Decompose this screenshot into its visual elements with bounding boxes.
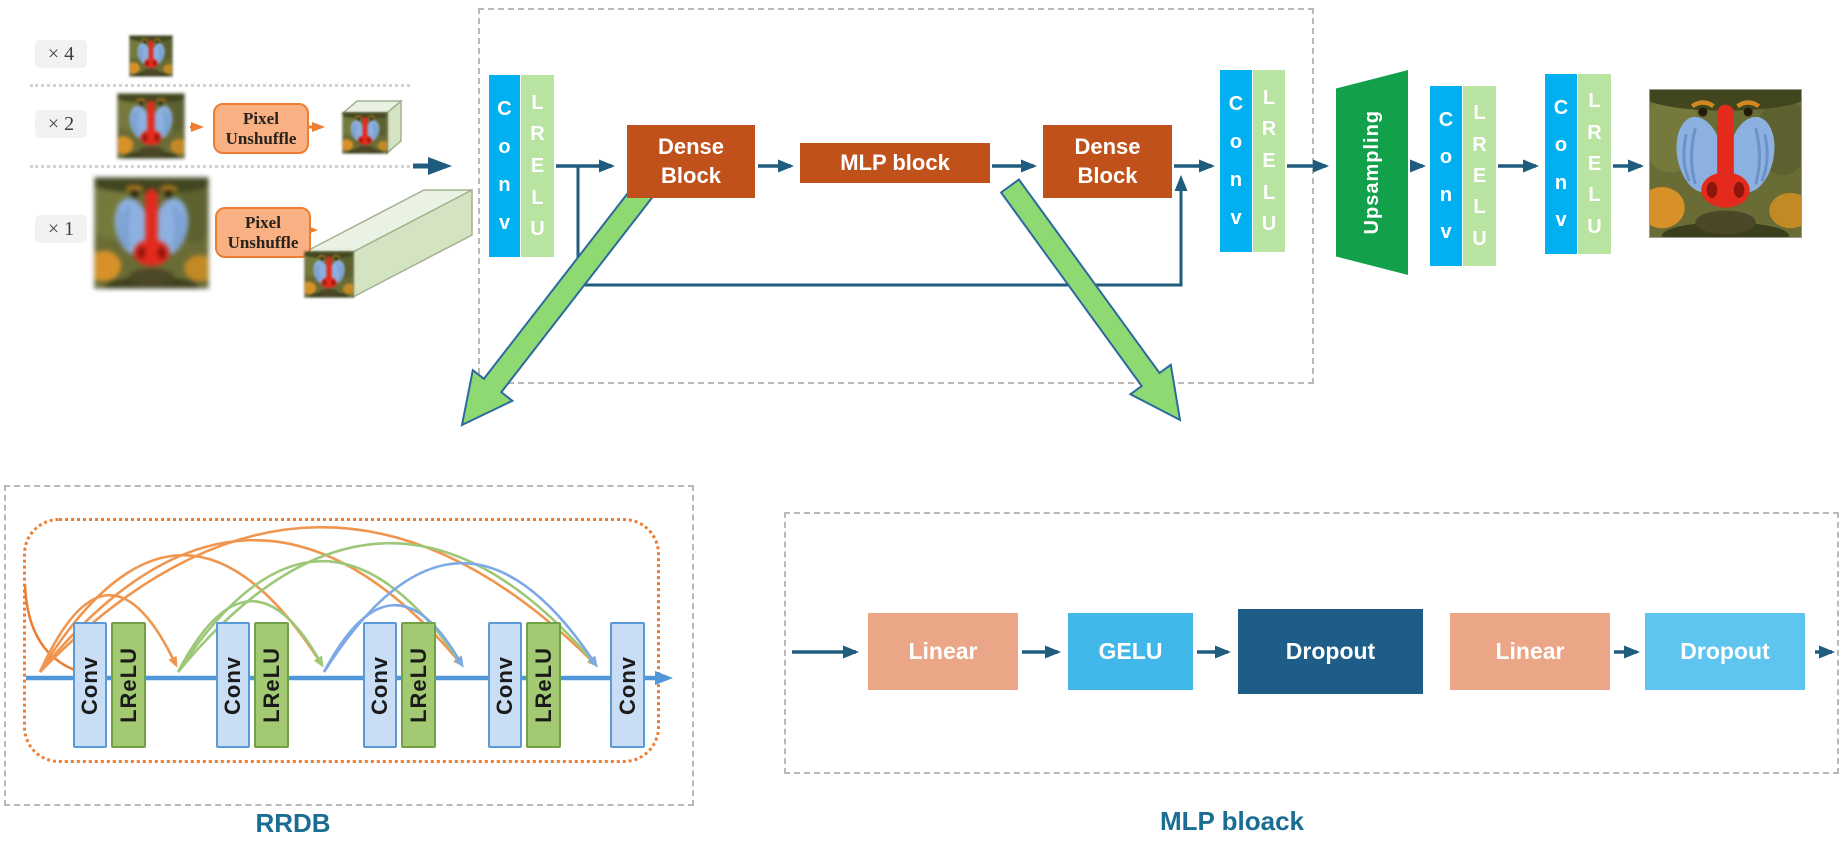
rrdb-lrelu-label: LReLU [405, 647, 431, 723]
mlp-gelu-label: GELU [1098, 638, 1163, 664]
tensor-front-face-image [304, 251, 354, 298]
rrdb-detail-box [4, 485, 694, 806]
mlp-detail-caption: MLP bloack [1159, 806, 1304, 836]
mlp-dropout-label: Dropout [1285, 638, 1376, 664]
scale-chip-x4: × 4 [35, 40, 87, 68]
scale-chip-x2: × 2 [35, 110, 87, 138]
cube-top-face [340, 100, 404, 114]
mlp-dropout-1: Dropout [1238, 609, 1423, 694]
rrdb-conv-label: Conv [492, 655, 517, 715]
rrdb-final-conv: Conv [610, 622, 645, 748]
output-image [1649, 89, 1802, 238]
rrdb-lrelu-label: LReLU [115, 647, 141, 723]
rrdb-conv-label: Conv [220, 655, 245, 715]
dense-block-1: Dense Block [627, 125, 755, 198]
input-row-divider [30, 84, 410, 87]
pixel-unshuffle-box-x1: Pixel Unshuffle [215, 207, 311, 258]
rrdb-conv-4: Conv [488, 622, 522, 748]
scale-chip-x1-label: × 1 [47, 217, 75, 240]
mlp-linear-1: Linear [868, 613, 1018, 690]
rrdb-conv-label: Conv [367, 655, 392, 715]
input-image-x1 [94, 177, 209, 289]
scale-chip-x4-label: × 4 [47, 42, 75, 65]
mlp-linear-2: Linear [1450, 613, 1610, 690]
pixel-unshuffle-label: Pixel Unshuffle [225, 108, 297, 148]
rrdb-conv-label: Conv [77, 655, 102, 715]
tensor-top-face [304, 189, 473, 253]
dense-block-2: Dense Block [1043, 125, 1172, 198]
rrdb-conv-label: Conv [614, 655, 640, 715]
input-image-x4 [129, 35, 173, 77]
rrdb-lrelu-3: LReLU [401, 622, 436, 748]
pixel-unshuffle-label: Pixel Unshuffle [227, 212, 299, 252]
mlp-dropout-label: Dropout [1680, 638, 1770, 664]
mlp-linear-label: Linear [908, 638, 978, 664]
rrdb-conv-1: Conv [73, 622, 107, 748]
mlp-dropout-2: Dropout [1645, 613, 1805, 690]
input-row-divider [30, 165, 410, 168]
scale-chip-x2-label: × 2 [47, 112, 75, 135]
main-pipeline-box [478, 8, 1314, 384]
rrdb-lrelu-4: LReLU [526, 622, 561, 748]
upsampling-block: Upsampling [1336, 70, 1408, 275]
mlp-block: MLP block [800, 143, 990, 183]
input-image-x2 [117, 93, 185, 159]
rrdb-lrelu-label: LReLU [530, 647, 556, 723]
rrdb-caption: RRDB [255, 808, 331, 838]
rrdb-lrelu-1: LReLU [111, 622, 146, 748]
rrdb-conv-3: Conv [363, 622, 397, 748]
cube-side-face [386, 99, 402, 155]
rrdb-lrelu-label: LReLU [258, 647, 284, 723]
cube-front-face-image [342, 112, 388, 154]
scale-chip-x1: × 1 [35, 215, 87, 243]
rrdb-lrelu-2: LReLU [254, 622, 289, 748]
tensor-side-face [352, 188, 473, 299]
mlp-gelu: GELU [1068, 613, 1193, 690]
rrdb-conv-2: Conv [216, 622, 250, 748]
mlp-linear-label: Linear [1495, 638, 1565, 664]
upsampling-label: Upsampling [1360, 110, 1383, 235]
pixel-unshuffle-box-x2: Pixel Unshuffle [213, 103, 309, 154]
mlp-detail-box [784, 512, 1839, 774]
